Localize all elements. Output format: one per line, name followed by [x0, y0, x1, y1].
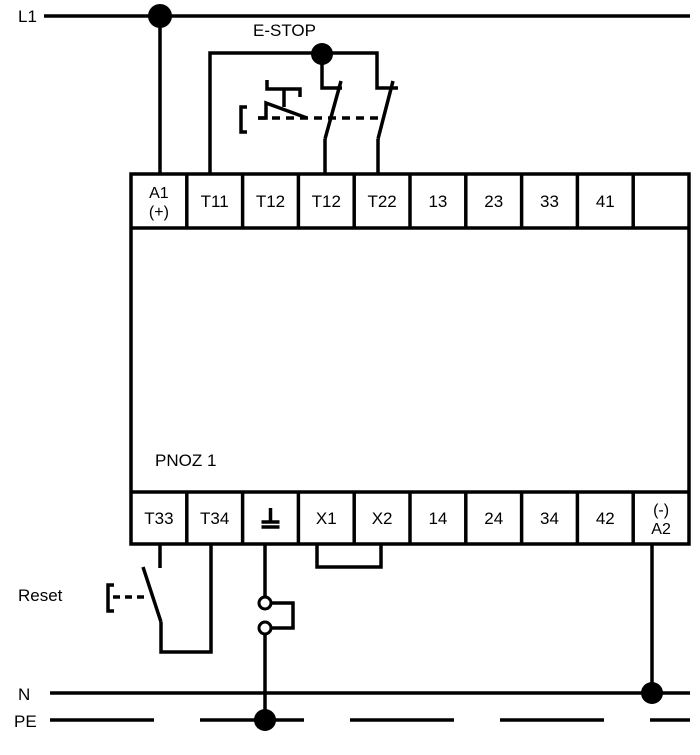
terminal-42: 42 [575, 492, 615, 544]
reset-contact-blade [141, 566, 163, 623]
terminal-a1: A1 (+) [149, 185, 169, 221]
terminal-label: 14 [428, 509, 447, 528]
terminal-t22: T22 [352, 174, 397, 228]
terminal-label: 33 [540, 192, 559, 211]
terminal-label: T11 [201, 192, 229, 211]
top-terminal-strip: A1 (+) T11 T12 T12 T22 13 23 33 41 [149, 174, 635, 228]
n-junction-node [641, 682, 663, 704]
terminal-x1: X1 [296, 492, 337, 544]
ground-link-jumper [271, 601, 295, 630]
terminal-41: 41 [575, 174, 615, 228]
terminal-label: T12 [256, 192, 285, 211]
estop-label: E-STOP [253, 21, 316, 40]
terminal-34: 34 [519, 492, 559, 544]
terminal-label: X1 [316, 509, 337, 528]
estop-contact1-top [320, 54, 342, 90]
ground-link-terminal-top [257, 595, 273, 611]
terminal-: (-) A2 [631, 492, 671, 544]
bottom-terminal-strip: T33 T34 X1 X2 14 24 34 42 (-) A2 [144, 492, 671, 544]
n-label: N [18, 685, 30, 704]
terminal-t34: T34 [185, 492, 229, 544]
terminal-label: 42 [596, 509, 615, 528]
terminal-13: 13 [408, 174, 447, 228]
estop-contact1-blade [323, 80, 343, 140]
reset-label: Reset [18, 586, 63, 605]
t34-wire [159, 544, 213, 654]
l1-label: L1 [18, 7, 37, 26]
estop-contact2-blade [376, 80, 395, 140]
estop-loop-wire [208, 51, 398, 174]
terminal-label: X2 [372, 509, 393, 528]
pe-junction-node [254, 709, 276, 731]
terminal-33: 33 [519, 174, 559, 228]
terminal-label: T12 [312, 192, 341, 211]
terminal-label: 34 [540, 509, 559, 528]
terminal-label: 24 [484, 509, 503, 528]
terminal-t11: T11 [185, 174, 229, 228]
terminal-label: 13 [428, 192, 447, 211]
ground-icon [261, 508, 280, 529]
ground-link-terminal-bottom [257, 620, 273, 636]
emergency-stop-button-icon [239, 80, 308, 134]
terminal-24: 24 [464, 492, 503, 544]
terminal-label: (-) [653, 502, 669, 519]
x1-x2-jumper [315, 544, 383, 569]
pnoz-module [129, 172, 691, 546]
terminal-label: 41 [596, 192, 615, 211]
terminal-label: T22 [367, 192, 396, 211]
terminal-label-sub: A2 [651, 521, 671, 538]
terminal-x2: X2 [352, 492, 393, 544]
terminal-14: 14 [408, 492, 447, 544]
terminal-groundicon [240, 492, 280, 544]
reset-button-icon [106, 583, 148, 613]
terminal-label: A1 [149, 185, 169, 202]
terminal-label: T33 [144, 509, 173, 528]
terminal-t12: T12 [240, 174, 285, 228]
terminal-t12: T12 [296, 174, 341, 228]
terminal-t33: T33 [144, 509, 173, 528]
terminal-23: 23 [464, 174, 503, 228]
terminal-label: T34 [200, 509, 229, 528]
pe-label: PE [14, 712, 37, 731]
terminal-label: 23 [484, 192, 503, 211]
terminal-label-sub: (+) [149, 204, 169, 221]
module-name: PNOZ 1 [155, 451, 216, 470]
